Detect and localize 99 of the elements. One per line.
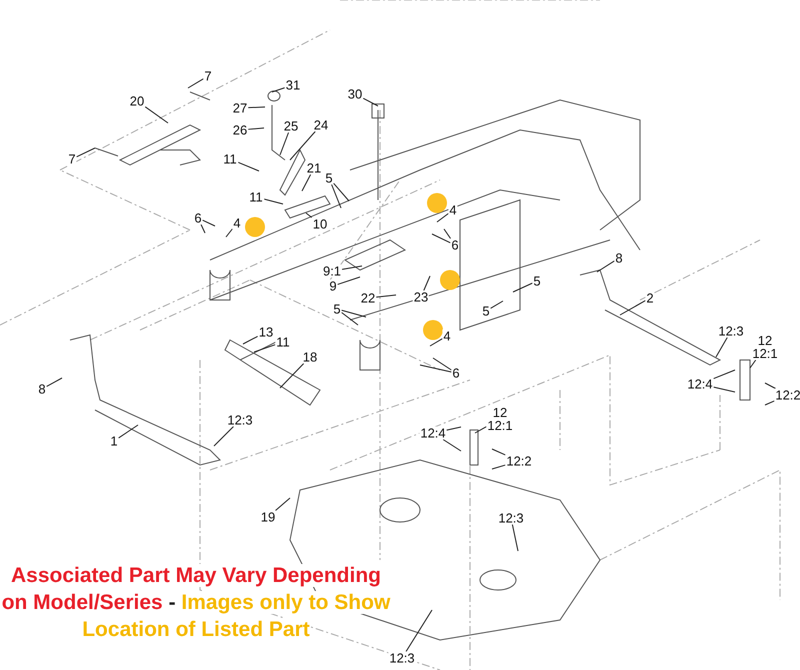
leader-line <box>202 220 216 226</box>
leader-line <box>263 198 284 204</box>
leader-line <box>333 182 350 202</box>
callout-number: 9 <box>328 280 338 292</box>
callout-number: 6 <box>451 366 461 380</box>
callout-number: 22 <box>360 292 376 304</box>
leader-line <box>46 378 62 387</box>
leader-line <box>764 400 775 406</box>
callout-number: 27 <box>232 102 248 114</box>
leader-line <box>492 464 506 470</box>
leader-line <box>118 424 138 438</box>
leader-line <box>750 360 756 368</box>
callout-number: 12:3 <box>388 652 416 664</box>
leader-line <box>275 498 290 511</box>
callout-number: 1 <box>109 434 119 448</box>
leader-line <box>214 426 234 446</box>
leader-line <box>144 106 168 124</box>
leader-line <box>341 312 358 326</box>
callout-number: 12 12:1 <box>486 406 514 432</box>
leader-line <box>306 212 312 218</box>
callout-number: 12:3 <box>497 512 525 524</box>
callout-number: 12:3 <box>226 414 254 426</box>
leader-line <box>764 382 776 389</box>
leader-line <box>420 364 452 372</box>
callout-number: 30 <box>346 88 364 100</box>
callout-number: 5 <box>332 302 342 316</box>
callout-number: 13 <box>258 326 274 338</box>
callout-number: 31 <box>284 78 302 92</box>
callout-number: 7 <box>67 152 77 166</box>
callout-number: 5 <box>481 304 491 318</box>
callout-number: 12:2 <box>774 388 800 402</box>
leader-line <box>492 448 506 456</box>
callout-number: 4 <box>232 216 242 230</box>
leader-line <box>254 344 276 352</box>
leader-line <box>200 224 206 234</box>
leader-line <box>226 228 233 238</box>
leader-line <box>446 426 462 431</box>
callout-number: 12:4 <box>686 378 714 390</box>
leader-line <box>713 386 736 392</box>
leader-line <box>474 426 487 434</box>
leader-line <box>331 184 342 208</box>
leader-line <box>596 260 615 272</box>
callout-number: 26 <box>232 124 248 136</box>
callout-number: 11 <box>222 152 238 166</box>
callout-number: 25 <box>282 120 300 132</box>
callout-number: 2 <box>645 292 655 304</box>
leader-line <box>716 337 728 358</box>
callout-number: 11 <box>275 336 291 348</box>
callout-number: 5 <box>532 274 542 288</box>
callout-number: 5 <box>324 172 334 184</box>
leader-line <box>442 439 462 452</box>
callout-number: 19 <box>260 510 276 524</box>
callout-number: 8 <box>37 382 47 396</box>
leader-line <box>272 87 286 92</box>
callout-number: 18 <box>302 350 318 364</box>
callout-number: 12:3 <box>717 324 745 338</box>
leader-line <box>512 524 518 552</box>
leader-line <box>406 610 432 652</box>
leader-line <box>188 78 204 88</box>
callout-number: 6 <box>450 238 460 252</box>
leader-line <box>423 276 430 291</box>
leader-line <box>362 98 378 106</box>
leader-line <box>76 148 96 158</box>
leader-line <box>280 363 304 388</box>
leader-line <box>337 276 360 285</box>
callout-number: 9:1 <box>322 264 342 278</box>
leader-line <box>444 228 452 239</box>
callout-number: 12:4 <box>419 426 447 440</box>
leader-line <box>237 162 260 172</box>
callout-number: 21 <box>306 162 322 174</box>
leader-line <box>432 234 451 244</box>
leader-line <box>280 132 290 156</box>
leader-line <box>620 300 646 316</box>
callout-number: 12:2 <box>505 454 533 468</box>
leader-line <box>248 106 266 108</box>
callout-number: 6 <box>193 212 203 224</box>
leader-line <box>376 294 396 298</box>
callout-number: 23 <box>412 290 430 304</box>
leader-line <box>436 212 449 222</box>
leader-line <box>432 358 452 370</box>
callout-number: 20 <box>128 94 146 108</box>
leader-line <box>242 336 258 344</box>
leader-line <box>490 300 504 309</box>
leader-line <box>302 174 312 192</box>
callout-number: 12 12:1 <box>751 334 779 360</box>
callout-number: 7 <box>203 70 213 82</box>
leader-line <box>342 266 362 270</box>
callout-number: 8 <box>614 252 624 264</box>
callout-number: 4 <box>448 204 458 216</box>
leader-line <box>290 131 316 160</box>
leader-line <box>341 310 366 318</box>
callout-number: 24 <box>312 118 330 132</box>
leader-line <box>512 282 533 292</box>
leader-line <box>248 128 264 130</box>
callout-number: 4 <box>442 330 452 342</box>
leader-line <box>713 370 736 380</box>
callout-number: 10 <box>312 218 328 230</box>
leader-line <box>430 338 443 346</box>
callout-number: 11 <box>248 190 264 204</box>
